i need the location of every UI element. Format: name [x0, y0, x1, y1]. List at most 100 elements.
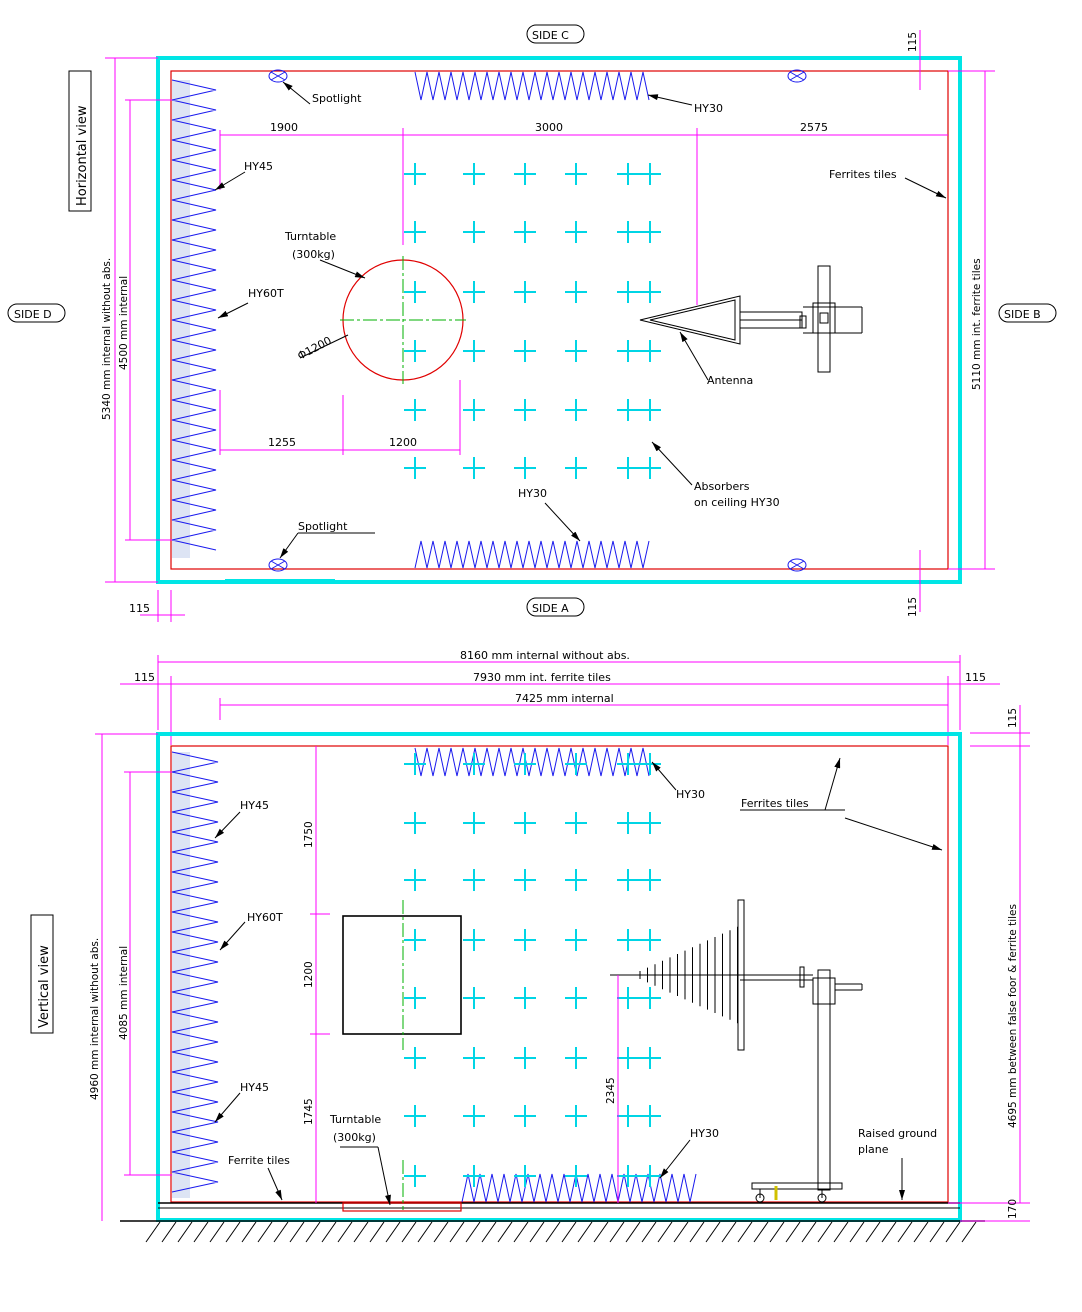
hatch-stroke	[289, 1221, 305, 1243]
label-hy60t-section: HY60T	[247, 911, 283, 924]
hatch-stroke	[689, 1221, 705, 1243]
side-d: SIDE D	[14, 308, 52, 321]
hatch-stroke	[465, 1221, 481, 1243]
ground-hatch	[145, 1221, 977, 1243]
hatch-stroke	[577, 1221, 593, 1243]
dim-7425: 7425 mm internal	[515, 692, 614, 705]
hatch-stroke	[641, 1221, 657, 1243]
dim-115-right: 115	[965, 671, 986, 684]
hatch-stroke	[145, 1221, 161, 1243]
hatch-stroke	[897, 1221, 913, 1243]
label-ferrites-section: Ferrites tiles	[741, 797, 809, 810]
dim-2345: 2345	[605, 1077, 617, 1104]
dim-115-tr: 115	[907, 32, 919, 52]
vertical-section-view: HY45 HY60T HY45 HY30 Ferrites tiles HY30…	[89, 732, 1030, 1243]
dim-7930: 7930 mm int. ferrite tiles	[473, 671, 611, 684]
label-turntable-weight: (300kg)	[292, 248, 335, 261]
horizontal-view-title: Horizontal view	[75, 105, 90, 206]
hatch-stroke	[945, 1221, 961, 1243]
hatch-stroke	[625, 1221, 641, 1243]
label-hy45-bottom: HY45	[240, 1081, 269, 1094]
vertical-view-title: Vertical view	[37, 945, 52, 1028]
turntable-base	[342, 1202, 462, 1212]
label-hy30-ceiling: HY30	[676, 788, 705, 801]
hatch-stroke	[881, 1221, 897, 1243]
vertical-view-frame	[30, 914, 54, 1034]
hatch-stroke	[545, 1221, 561, 1243]
dim-115-br: 115	[907, 597, 919, 617]
dim-5340: 5340 mm internal without abs.	[101, 258, 113, 420]
dim-1750: 1750	[303, 821, 315, 848]
section-dimensions	[95, 733, 1030, 1222]
dim-4960: 4960 mm internal without abs.	[89, 938, 101, 1100]
label-absorbers: Absorbers	[694, 480, 750, 493]
hatch-stroke	[929, 1221, 945, 1243]
hatch-stroke	[257, 1221, 273, 1243]
label-hy30-floor: HY30	[690, 1127, 719, 1140]
floor-absorbers-section	[461, 1173, 697, 1203]
hatch-stroke	[673, 1221, 689, 1243]
hatch-stroke	[481, 1221, 497, 1243]
label-hy30-bottom: HY30	[518, 487, 547, 500]
ceiling-absorber-grid	[404, 163, 661, 479]
hatch-stroke	[305, 1221, 321, 1243]
bottom-absorbers	[414, 540, 650, 569]
label-raised-ground: Raised ground	[858, 1127, 937, 1140]
absorber-grid-section	[404, 753, 661, 1187]
label-diameter: Φ1200	[295, 334, 333, 363]
side-b: SIDE B	[1004, 308, 1041, 321]
antenna-icon	[639, 265, 863, 373]
label-raised-plane: plane	[858, 1143, 889, 1156]
hatch-stroke	[225, 1221, 241, 1243]
label-turntable-weight-section: (300kg)	[333, 1131, 376, 1144]
label-absorbers-ceiling: on ceiling HY30	[694, 496, 780, 509]
hatch-stroke	[385, 1221, 401, 1243]
dim-1745: 1745	[303, 1098, 315, 1125]
hatch-stroke	[801, 1221, 817, 1243]
horizontal-view-frame	[68, 70, 92, 212]
hatch-stroke	[433, 1221, 449, 1243]
dim-2575: 2575	[800, 121, 828, 134]
hatch-stroke	[737, 1221, 753, 1243]
hatch-stroke	[657, 1221, 673, 1243]
ferrite-outline-section	[170, 745, 949, 1203]
hatch-stroke	[177, 1221, 193, 1243]
overall-dimensions	[120, 655, 1030, 760]
hatch-stroke	[513, 1221, 529, 1243]
hatch-stroke	[769, 1221, 785, 1243]
hatch-stroke	[161, 1221, 177, 1243]
eut-box	[342, 915, 462, 1035]
label-turntable-section: Turntable	[329, 1113, 381, 1126]
hatch-stroke	[849, 1221, 865, 1243]
label-spotlight-bottom: Spotlight	[298, 520, 348, 533]
dim-1200: 1200	[389, 436, 417, 449]
dim-170: 170	[1007, 1199, 1019, 1219]
hatch-stroke	[337, 1221, 353, 1243]
hatch-stroke	[417, 1221, 433, 1243]
dimension-lines	[105, 30, 995, 622]
label-turntable: Turntable	[284, 230, 336, 243]
absorber-fill-section	[172, 752, 190, 1198]
hatch-stroke	[561, 1221, 577, 1243]
hatch-stroke	[321, 1221, 337, 1243]
section-leaders	[214, 757, 943, 1206]
dim-115-left: 115	[134, 671, 155, 684]
hatch-stroke	[721, 1221, 737, 1243]
hatch-stroke	[401, 1221, 417, 1243]
dim-115-vertical: 115	[1007, 708, 1019, 728]
door-mark	[225, 579, 335, 583]
label-spotlight-top: Spotlight	[312, 92, 362, 105]
antenna-mast-icon	[610, 899, 863, 1203]
hatch-stroke	[913, 1221, 929, 1243]
label-ferrites: Ferrites tiles	[829, 168, 897, 181]
hatch-stroke	[241, 1221, 257, 1243]
hatch-stroke	[961, 1221, 977, 1243]
dim-5110: 5110 mm int. ferrite tiles	[971, 258, 983, 390]
label-ferrite-tiles: Ferrite tiles	[228, 1154, 290, 1167]
dim-1200-section: 1200	[303, 961, 315, 988]
leaders	[214, 81, 947, 559]
hatch-stroke	[529, 1221, 545, 1243]
label-hy60t: HY60T	[248, 287, 284, 300]
left-absorbers	[171, 79, 217, 551]
dim-4695: 4695 mm between false foor & ferrite til…	[1007, 904, 1019, 1128]
